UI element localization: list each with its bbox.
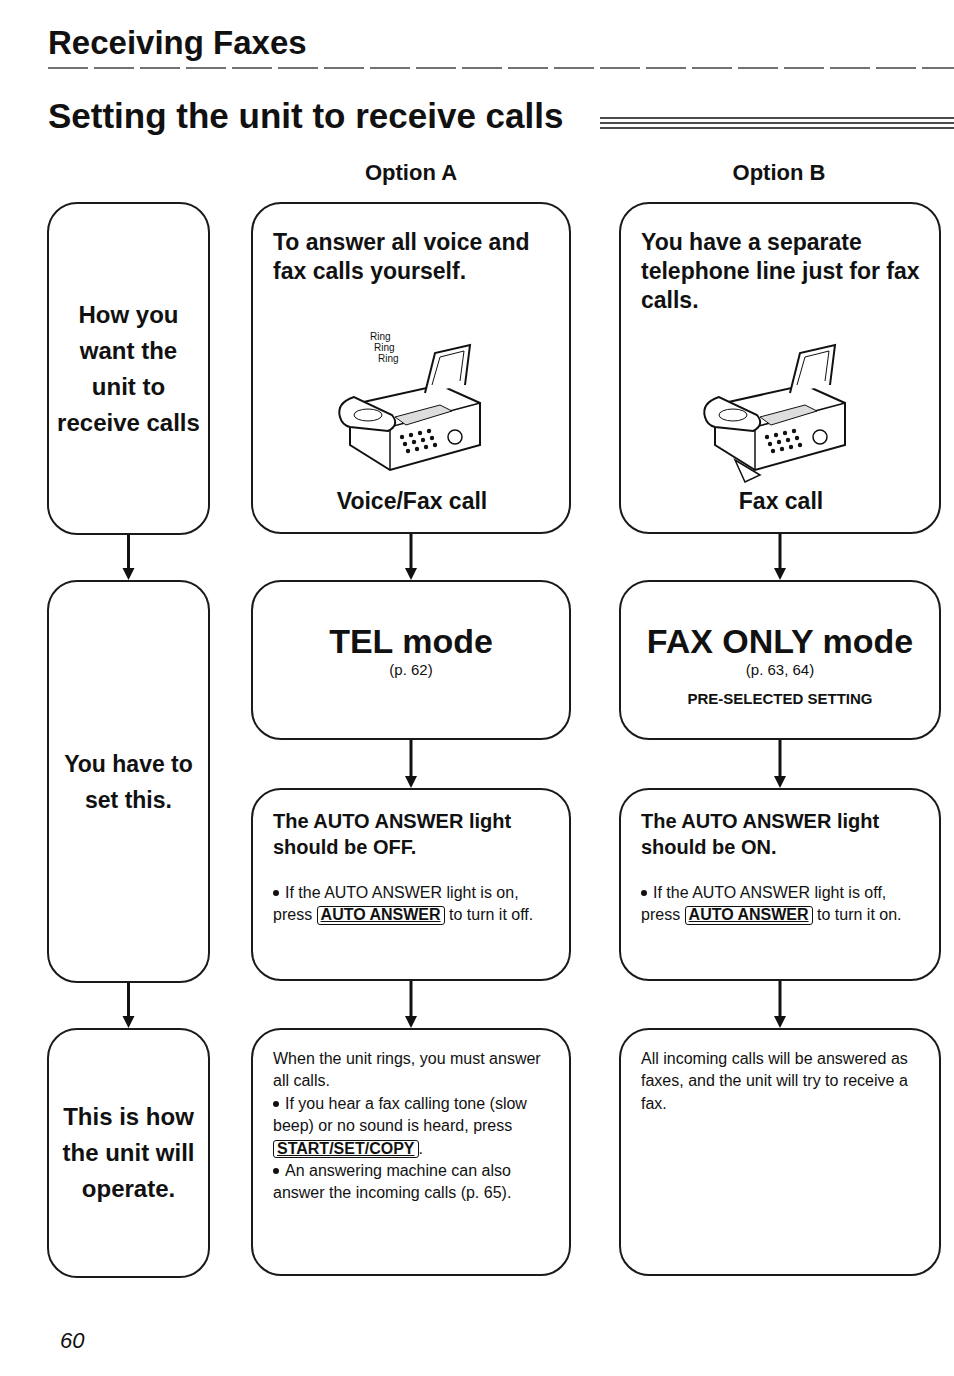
key-button: AUTO ANSWER xyxy=(685,906,813,925)
setting-box: The AUTO ANSWER light should be ON. If th… xyxy=(619,788,941,981)
option-box: You have a separate telephone line just … xyxy=(619,202,941,534)
ring-text: Ring xyxy=(374,342,395,353)
text-block: To answer all voice and fax calls yourse… xyxy=(273,228,551,286)
text-block: The AUTO ANSWER light should be ON. xyxy=(641,808,925,860)
row-label: How you want the unit to receive calls xyxy=(47,202,210,535)
mode-box: FAX ONLY mode(p. 63, 64) PRE-SELECTED SET… xyxy=(619,580,941,740)
option-box: To answer all voice and fax calls yourse… xyxy=(251,202,571,534)
label-text: Fax call xyxy=(739,488,823,514)
label-text: To answer all voice and fax calls yourse… xyxy=(273,229,530,284)
label-text: FAX ONLY mode xyxy=(647,622,913,660)
page-title: Receiving Faxes xyxy=(48,24,307,62)
label-text: Voice/Fax call xyxy=(337,488,487,514)
text-block: The AUTO ANSWER light should be OFF. xyxy=(273,808,555,860)
flow-arrow xyxy=(774,534,786,580)
page-number: 60 xyxy=(60,1328,84,1354)
key-button: AUTO ANSWER xyxy=(317,906,445,925)
text-block: You have to set this. xyxy=(55,747,202,818)
flow-arrow xyxy=(405,534,417,580)
flow-arrow xyxy=(405,740,417,788)
label-text: to turn it on. xyxy=(817,906,902,923)
flow-arrow xyxy=(405,981,417,1028)
label-text: PRE-SELECTED SETTING xyxy=(687,690,872,707)
row-label: This is how the unit will operate. xyxy=(47,1028,210,1278)
text-block: (p. 62) xyxy=(263,661,559,678)
text-block: This is how the unit will operate. xyxy=(55,1099,202,1207)
operation-box: When the unit rings, you must answer all… xyxy=(251,1028,571,1276)
text-block: (p. 63, 64) xyxy=(631,661,929,678)
label-text: (p. 63, 64) xyxy=(746,661,814,678)
bullet-dot xyxy=(273,1168,279,1174)
text-block: You have a separate telephone line just … xyxy=(641,228,921,314)
bullet-dot xyxy=(273,1101,279,1107)
label-text: . xyxy=(419,1140,423,1157)
label-text: When the unit rings, you must answer all… xyxy=(273,1050,541,1089)
label-text: An answering machine can also answer the… xyxy=(273,1162,511,1201)
label-text: The AUTO ANSWER light should be ON. xyxy=(641,810,879,858)
text-block: If the AUTO ANSWER light is on, press AU… xyxy=(273,882,555,927)
text-block: An answering machine can also answer the… xyxy=(273,1160,557,1205)
text-block: If you hear a fax calling tone (slow bee… xyxy=(273,1093,557,1160)
option-label: Option B xyxy=(733,160,826,186)
flow-arrow xyxy=(774,981,786,1028)
text-block: If the AUTO ANSWER light is off, press A… xyxy=(641,882,925,927)
text-block: How you want the unit to receive calls xyxy=(55,297,202,441)
text-block: TEL mode xyxy=(263,622,559,661)
label-text: If you hear a fax calling tone (slow bee… xyxy=(273,1095,527,1134)
operation-box: All incoming calls will be answered as f… xyxy=(619,1028,941,1276)
label-text: This is how the unit will operate. xyxy=(63,1103,195,1202)
text-block: PRE-SELECTED SETTING xyxy=(631,690,929,707)
flow-arrow xyxy=(123,983,135,1028)
label-text: TEL mode xyxy=(329,622,493,660)
text-block: All incoming calls will be answered as f… xyxy=(641,1048,927,1115)
setting-box: The AUTO ANSWER light should be OFF. If t… xyxy=(251,788,571,981)
label-text: The AUTO ANSWER light should be OFF. xyxy=(273,810,511,858)
label-text: All incoming calls will be answered as f… xyxy=(641,1050,908,1112)
row-label: You have to set this. xyxy=(47,580,210,983)
flow-arrow xyxy=(123,535,135,580)
label-text: to turn it off. xyxy=(449,906,533,923)
key-button: START/SET/COPY xyxy=(273,1140,419,1159)
option-label: Option A xyxy=(365,160,457,186)
bullet-dot xyxy=(641,890,647,896)
text-block: Voice/Fax call xyxy=(273,487,551,516)
section-heading: Setting the unit to receive calls xyxy=(48,96,563,136)
label-text: (p. 62) xyxy=(389,661,432,678)
label-text: You have to set this. xyxy=(64,751,193,813)
label-text: You have a separate telephone line just … xyxy=(641,229,920,313)
label-text: How you want the unit to receive calls xyxy=(57,301,200,436)
ring-text: Ring xyxy=(378,353,399,364)
text-block: When the unit rings, you must answer all… xyxy=(273,1048,557,1093)
mode-box: TEL mode(p. 62) xyxy=(251,580,571,740)
bullet-dot xyxy=(273,890,279,896)
ring-text: Ring xyxy=(370,331,391,342)
flow-arrow xyxy=(774,740,786,788)
text-block: FAX ONLY mode xyxy=(631,622,929,661)
text-block: Fax call xyxy=(641,487,921,516)
